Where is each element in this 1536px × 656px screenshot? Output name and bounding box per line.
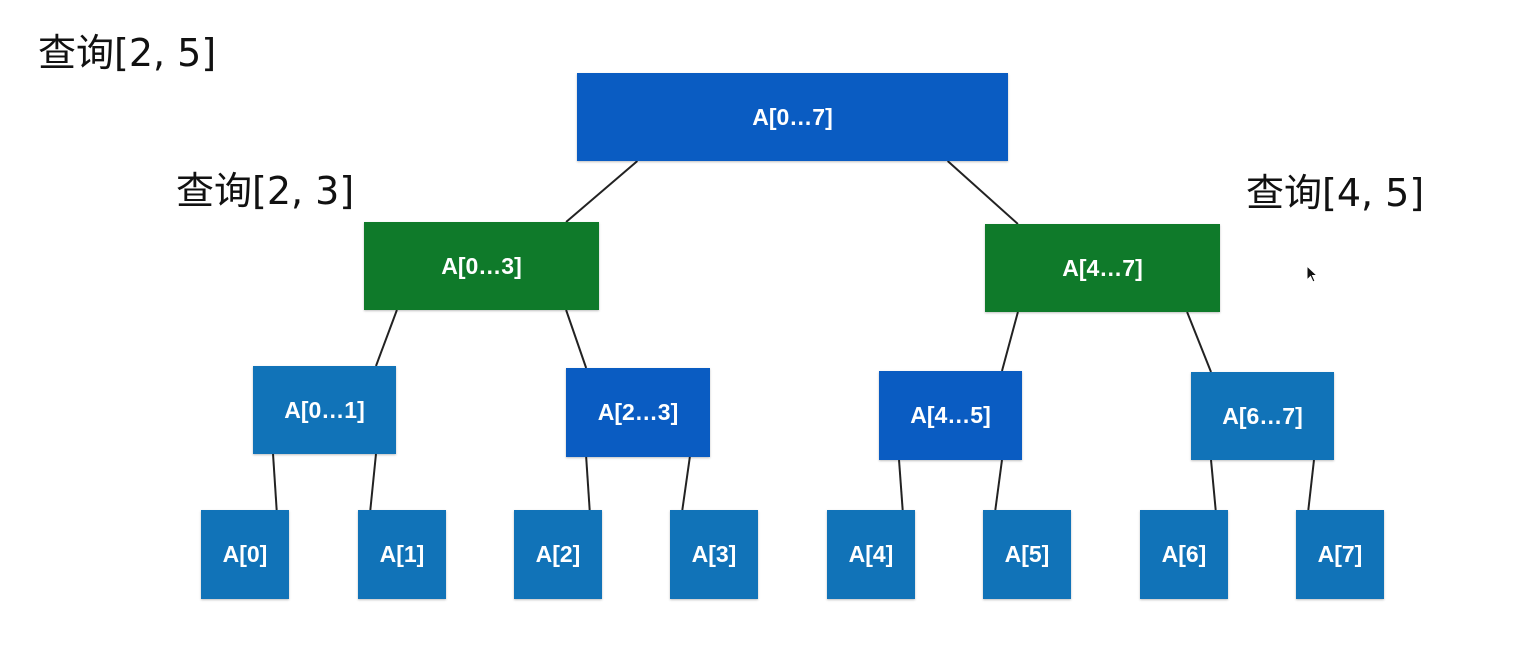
node-4-5: A[4…5] xyxy=(879,371,1022,460)
node-0-3: A[0…3] xyxy=(364,222,599,310)
leaf-a7: A[7] xyxy=(1296,510,1384,599)
leaf-a6: A[6] xyxy=(1140,510,1228,599)
leaf-a1: A[1] xyxy=(358,510,446,599)
leaf-a3: A[3] xyxy=(670,510,758,599)
node-4-7: A[4…7] xyxy=(985,224,1220,312)
edge-root-n03 xyxy=(565,160,638,223)
query-root-label: 查询[2, 5] xyxy=(38,31,217,75)
edge-n01-a1 xyxy=(369,453,377,511)
edge-n67-a6 xyxy=(1210,459,1217,511)
edge-n03-n01 xyxy=(375,309,398,367)
node-6-7: A[6…7] xyxy=(1191,372,1334,460)
leaf-a2: A[2] xyxy=(514,510,602,599)
leaf-a4: A[4] xyxy=(827,510,915,599)
leaf-a5: A[5] xyxy=(983,510,1071,599)
leaf-a0: A[0] xyxy=(201,510,289,599)
edge-n47-n67 xyxy=(1186,311,1212,373)
query-left-label: 查询[2, 3] xyxy=(176,169,355,213)
edge-n23-a3 xyxy=(681,456,691,511)
edge-n03-n23 xyxy=(565,309,588,369)
query-right-label: 查询[4, 5] xyxy=(1246,171,1425,215)
edge-n45-a5 xyxy=(994,459,1003,511)
node-0-1: A[0…1] xyxy=(253,366,396,454)
mouse-cursor-icon xyxy=(1306,265,1318,283)
edge-n23-a2 xyxy=(585,456,591,511)
edge-n47-n45 xyxy=(1001,311,1019,372)
edge-n45-a4 xyxy=(898,459,904,511)
node-root: A[0…7] xyxy=(577,73,1008,161)
edge-n67-a7 xyxy=(1307,459,1315,511)
edge-n01-a0 xyxy=(272,453,278,511)
node-2-3: A[2…3] xyxy=(566,368,710,457)
edge-root-n47 xyxy=(946,160,1019,225)
